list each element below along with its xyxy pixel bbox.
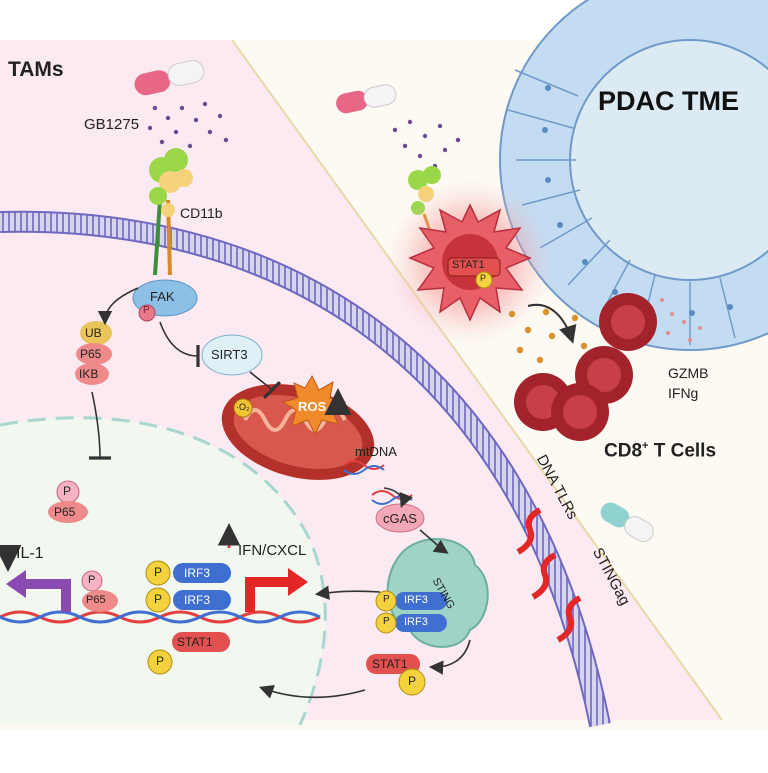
il1-transcription-arrow (22, 579, 71, 612)
sirt3-label: SIRT3 (211, 347, 248, 362)
pill-icon-2 (336, 84, 397, 114)
nuclear-irf3-p2: P (154, 592, 163, 606)
o2-label: ·O₂ (236, 402, 250, 412)
nuclear-irf3-label-1: IRF3 (184, 566, 211, 580)
nuclear-irf3-complex (145, 560, 231, 613)
cyto-irf3-p1: P (383, 594, 390, 605)
cd11b-receptor (149, 148, 193, 276)
stimulus-squiggles (516, 507, 582, 643)
nuclear-irf3-p1: P (154, 565, 163, 579)
ub-label: UB (85, 326, 102, 340)
tam-stat1 (447, 257, 501, 289)
p65-label: P65 (80, 347, 102, 361)
nuclear-p65-label: P65 (54, 505, 76, 519)
divider-line (231, 39, 723, 721)
cd11b-label: CD11b (180, 205, 223, 221)
pill-icon (134, 60, 205, 96)
cd8-title-sup: + (642, 440, 649, 452)
nuclear-stat1-label: STAT1 (177, 635, 213, 649)
cd8-title-rest: T Cells (648, 440, 717, 462)
gzmb-label: GZMB (668, 365, 709, 381)
cytoplasmic-irf3-complex (375, 590, 447, 634)
nuclear-p65-dna-label: P65 (86, 594, 106, 606)
nuclear-p65-dna (81, 570, 118, 612)
nuclear-stat1-p: P (156, 654, 165, 668)
tam-stat1-label: STAT1 (452, 259, 485, 271)
nuclear-irf3-label-2: IRF3 (184, 593, 211, 607)
cyto-irf3-label-2: IRF3 (404, 616, 428, 628)
cgas-label: cGAS (383, 511, 417, 526)
cyto-irf3-p2: P (383, 616, 390, 627)
mtdna-label: mtDNA (355, 444, 397, 459)
ikb-label: IKB (79, 367, 99, 381)
drug-particles (147, 101, 229, 149)
ifng-label: IFNg (668, 385, 699, 401)
nuclear-p65-dna-p: P (88, 574, 96, 586)
nfkb-complex (75, 321, 112, 385)
sirt3-protein (201, 334, 263, 376)
cd8-t-cells (514, 293, 657, 441)
tams-title: TAMs (8, 58, 64, 81)
cyto-stat1-p: P (408, 674, 417, 688)
cyto-stat1-label: STAT1 (372, 657, 408, 671)
cd8-title-main: CD8 (604, 440, 643, 462)
pdac-tme-title: PDAC TME (598, 86, 739, 116)
tumor-epithelium (499, 0, 768, 351)
il1-label: IL-1 (16, 545, 44, 562)
superoxide-icon (233, 398, 253, 418)
ifn-transcription-arrow (245, 577, 292, 612)
fak-phospho-label: P (143, 305, 150, 316)
fak-kinase (132, 279, 198, 322)
nuclear-p65 (48, 480, 88, 523)
nuclear-p65-phospho-label: P (63, 484, 72, 498)
cd8-title: CD8+ T Cells (604, 440, 716, 462)
dna-helix (0, 610, 321, 624)
nuclear-envelope (0, 416, 327, 726)
signalling-arrows (88, 287, 471, 699)
cyto-irf3-label-1: IRF3 (404, 594, 428, 606)
nuclear-stat1 (147, 632, 230, 675)
drug-label: GB1275 (84, 116, 140, 133)
tam-phospho-label: P (480, 273, 487, 283)
ifn-cxcl-label: IFN/CXCL (238, 542, 307, 559)
cytoplasmic-stat1 (366, 654, 426, 696)
fak-label: FAK (150, 289, 175, 304)
stingag-pill-icon (600, 502, 654, 542)
ros-label: ROS (298, 399, 327, 414)
secretion-arrow (527, 303, 577, 344)
